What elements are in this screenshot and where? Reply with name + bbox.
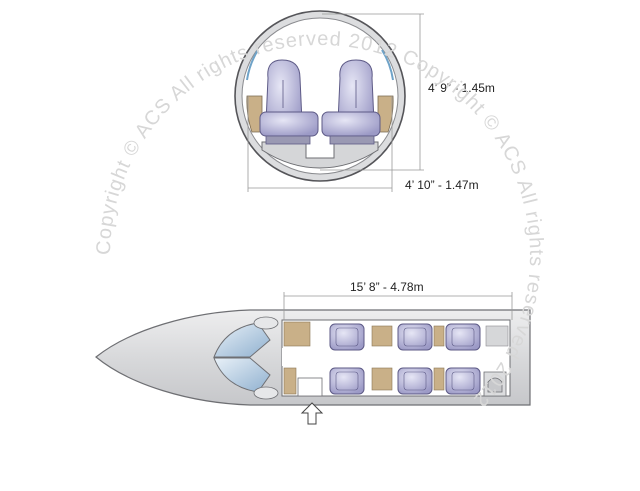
aisle (282, 348, 508, 366)
seat-front-left (259, 59, 319, 145)
lav-toilet (487, 377, 503, 393)
seat-front-right (321, 59, 381, 145)
windshield (213, 316, 279, 400)
window-liner-right (381, 49, 394, 81)
wood-cabinetry (283, 321, 509, 395)
galley-counter (297, 377, 323, 397)
entry-door-arrow-icon (300, 402, 324, 425)
seat-row1-left (329, 323, 365, 351)
seat-row3-right (445, 367, 481, 395)
floor-plan: 15’ 8” - 4.78m (95, 280, 531, 425)
height-dimension (320, 13, 424, 171)
seat-row3-left (445, 323, 481, 351)
cabin-width-label: 4’ 10” - 1.47m (405, 178, 479, 192)
length-dimension (283, 292, 513, 320)
cabin-height-label: 4’ 9” - 1.45m (428, 81, 495, 95)
cabin-length-label: 15’ 8” - 4.78m (350, 280, 424, 294)
seat-row1-right (329, 367, 365, 395)
width-dimension (247, 96, 393, 192)
seat-row2-left (397, 323, 433, 351)
cross-section: 4’ 9” - 1.45m 4’ 10” - 1.47m (234, 10, 495, 192)
seat-row2-right (397, 367, 433, 395)
window-liner-left (246, 49, 259, 81)
